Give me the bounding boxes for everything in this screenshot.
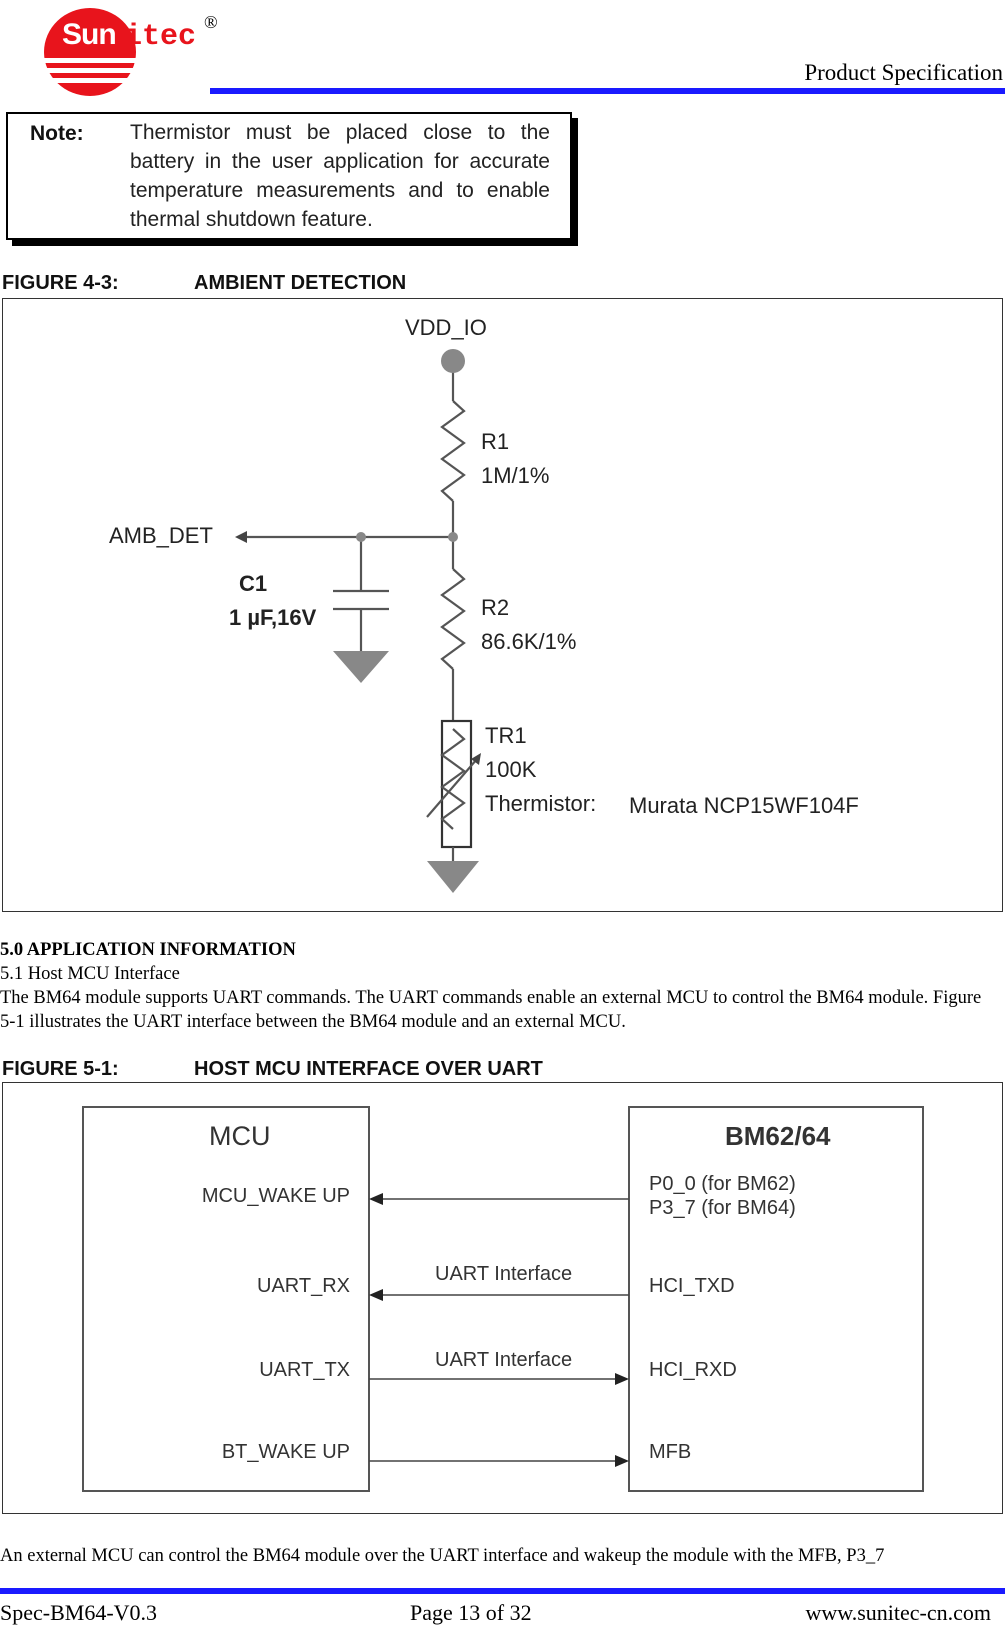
mcu-pin-wake: MCU_WAKE UP [201,1185,350,1207]
figure-4-3-number: FIGURE 4-3: [2,272,119,294]
figure-5-1-title: HOST MCU INTERFACE OVER UART [194,1058,543,1080]
amb-det-label: AMB_DET [109,523,213,548]
logo-graphic [42,8,142,96]
note-label: Note: [30,122,84,145]
r2-value: 86.6K/1% [481,629,577,654]
page-title: Product Specification [804,60,1003,85]
section-subheading: 5.1 Host MCU Interface [0,964,180,984]
header-rule [210,88,1005,94]
schematic-drawing [235,349,481,893]
footer-website[interactable]: www.sunitec-cn.com [805,1600,991,1625]
logo-sun: Sun [62,18,117,51]
mcu-pin-tx: UART_TX [259,1359,350,1381]
logo: Sun itec ® [28,6,218,96]
section-paragraph: The BM64 module supports UART commands. … [0,988,982,1032]
uart-diagram-drawing [82,1106,924,1492]
r2-name: R2 [481,595,510,620]
ambient-detection-schematic: VDD_IO R1 1M/1% AMB_DET C1 1 µF,16V R2 8… [2,298,1003,912]
c1-name: C1 [239,571,268,596]
host-mcu-uart-diagram: MCU BM62/64 MCU_WAKE UP UART_RX UART_TX … [2,1082,1003,1514]
figure-4-3-title: AMBIENT DETECTION [194,272,407,294]
bm-pin-p0: P0_0 (for BM62) [649,1173,796,1195]
note-box: Note: Thermistor must be placed close to… [6,112,572,240]
logo-registered: ® [204,12,218,32]
logo-itec: itec [124,20,197,54]
vdd-io-label: VDD_IO [405,315,487,340]
mcu-pin-rx: UART_RX [257,1275,350,1297]
section-heading: 5.0 APPLICATION INFORMATION [0,940,296,960]
tr1-name: TR1 [485,723,527,748]
mcu-pin-bt-wake: BT_WAKE UP [221,1441,350,1463]
bm-pin-txd: HCI_TXD [649,1275,735,1297]
thermistor-label: Thermistor: [485,791,597,816]
figure-5-1-number: FIGURE 5-1: [2,1058,119,1080]
tr1-value: 100K [485,757,537,782]
r1-value: 1M/1% [481,463,550,488]
bm-pin-rxd: HCI_RXD [649,1359,737,1381]
footer-page-number: Page 13 of 32 [410,1600,532,1625]
c1-value: 1 µF,16V [229,605,317,630]
footer-rule [0,1588,1005,1594]
thermistor-part: Murata NCP15WF104F [629,793,859,818]
mcu-title: MCU [209,1121,271,1151]
uart-label-tx: UART Interface [435,1349,573,1371]
note-text: Thermistor must be placed close to the b… [130,121,550,231]
bm-pin-mfb: MFB [649,1441,692,1463]
bm-title: BM62/64 [725,1121,831,1151]
uart-label-rx: UART Interface [435,1263,573,1285]
r1-name: R1 [481,429,510,454]
bm-pin-p3: P3_7 (for BM64) [649,1197,796,1219]
closing-paragraph: An external MCU can control the BM64 mod… [0,1546,885,1566]
footer-spec-version: Spec-BM64-V0.3 [0,1600,158,1625]
